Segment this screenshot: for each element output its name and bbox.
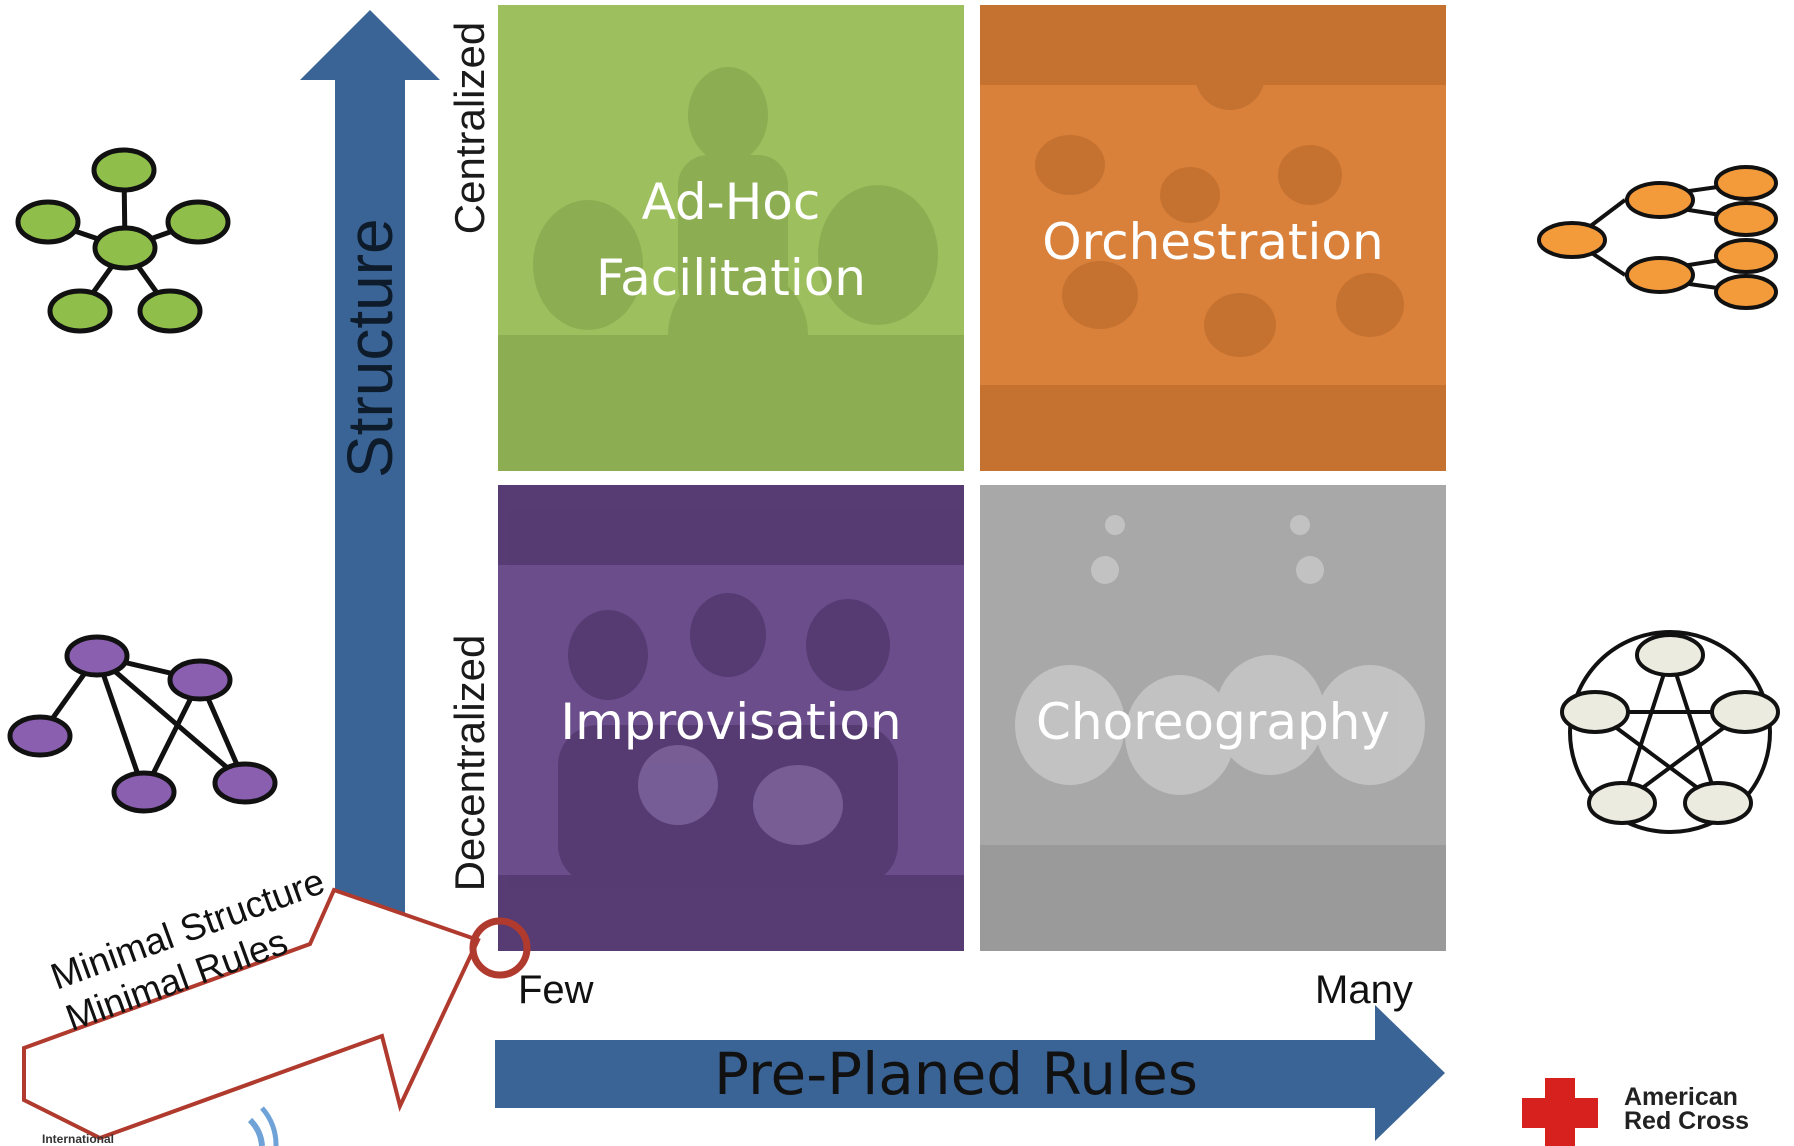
x-axis-right-label: Many xyxy=(1315,968,1413,1012)
quadrant-label-line1: Ad-Hoc xyxy=(641,173,821,231)
red-cross-logo-text: American Red Cross xyxy=(1624,1083,1750,1135)
pentagram-network-icon xyxy=(1560,630,1780,834)
quadrant-label: Improvisation xyxy=(560,693,902,751)
quadrant-orchestration: Orchestration xyxy=(980,5,1446,471)
red-cross-icon xyxy=(1522,1078,1598,1146)
corner-logo-icon xyxy=(247,1106,279,1146)
mesh-network-icon xyxy=(7,634,278,814)
orchestra-photo-texture xyxy=(980,5,1446,471)
quadrant-improvisation: Improvisation xyxy=(498,485,964,951)
x-axis-title: Pre-Planed Rules xyxy=(714,1040,1198,1108)
x-axis-left-label: Few xyxy=(518,968,594,1012)
red-cross-line2: Red Cross xyxy=(1624,1107,1750,1135)
crowd-photo-texture xyxy=(498,67,964,471)
jazz-band-photo-texture xyxy=(498,485,964,951)
minimal-callout-arrow xyxy=(22,887,481,1141)
corner-logo-text: International xyxy=(42,1132,115,1146)
origin-marker xyxy=(469,917,531,979)
quadrant-label: Orchestration xyxy=(1042,213,1384,271)
quadrant-ad-hoc-facilitation: Ad-Hoc Facilitation xyxy=(498,5,964,471)
quadrant-choreography: Choreography xyxy=(980,485,1446,951)
ballet-photo-texture xyxy=(980,515,1446,951)
hub-network-icon xyxy=(15,147,231,334)
quadrant-label: Choreography xyxy=(1036,693,1390,751)
red-cross-line1: American xyxy=(1624,1083,1738,1111)
tree-network-icon xyxy=(1537,165,1778,310)
quadrant-label-line2: Facilitation xyxy=(596,249,866,307)
y-axis-arrow xyxy=(300,10,440,940)
x-axis-arrow xyxy=(495,1005,1445,1141)
